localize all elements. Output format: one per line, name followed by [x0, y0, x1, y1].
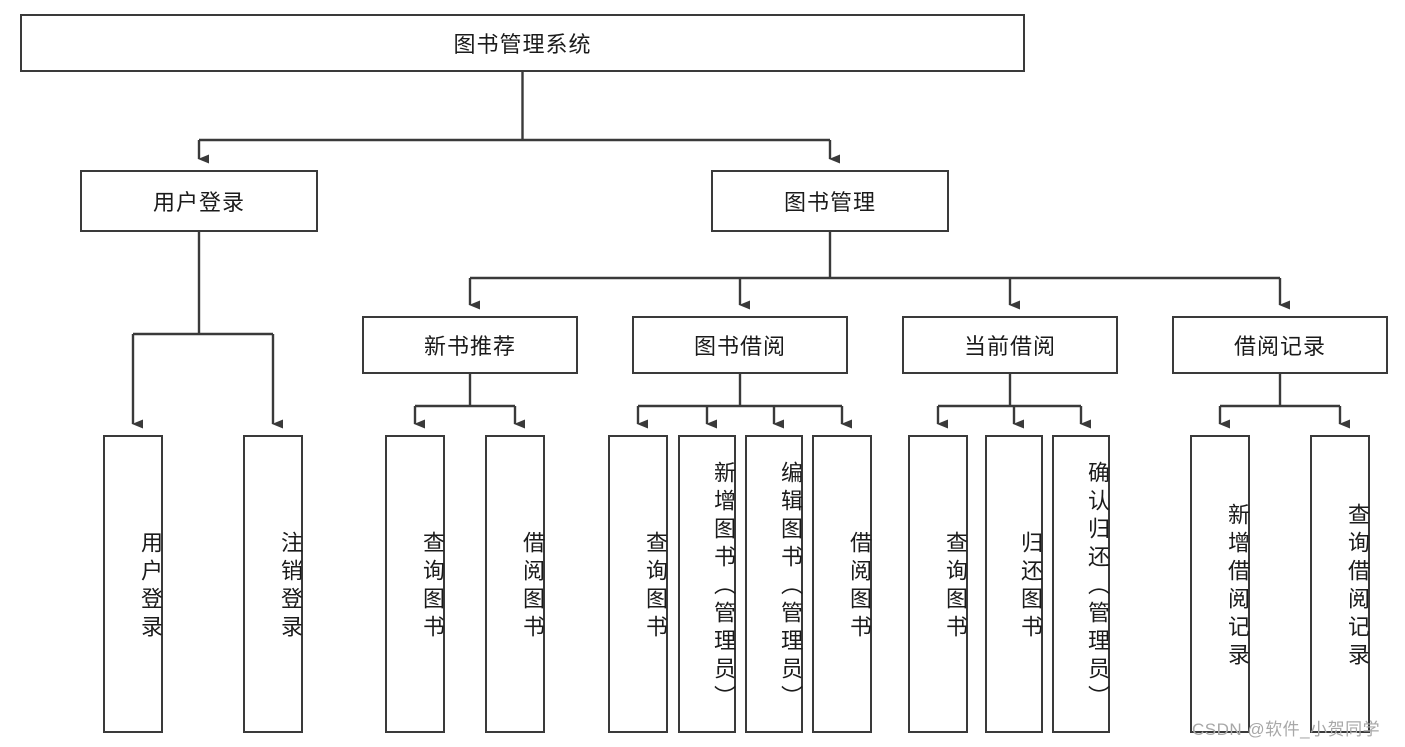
node-root[interactable]: 图书管理系统	[20, 14, 1025, 72]
node-leaf_2[interactable]: 查询图书	[385, 435, 445, 733]
node-label: 借阅记录	[1233, 334, 1326, 359]
node-l3_2[interactable]: 当前借阅	[902, 316, 1118, 374]
node-label: 确认归还（管理员）	[1085, 461, 1110, 713]
node-label: 查询图书	[420, 531, 445, 643]
node-label: 新增图书（管理员）	[711, 461, 736, 713]
node-leaf_3[interactable]: 借阅图书	[485, 435, 545, 733]
node-leaf_9[interactable]: 归还图书	[985, 435, 1043, 733]
node-leaf_10[interactable]: 确认归还（管理员）	[1052, 435, 1110, 733]
node-label: 用户登录	[152, 190, 245, 215]
node-label: 查询图书	[943, 531, 968, 643]
node-label: 归还图书	[1018, 531, 1043, 643]
node-leaf_4[interactable]: 查询图书	[608, 435, 668, 733]
node-l3_0[interactable]: 新书推荐	[362, 316, 578, 374]
node-label: 新书推荐	[423, 334, 516, 359]
node-leaf_0[interactable]: 用户登录	[103, 435, 163, 733]
node-l2_0[interactable]: 用户登录	[80, 170, 318, 232]
node-l3_1[interactable]: 图书借阅	[632, 316, 848, 374]
watermark-text: CSDN @软件_小贺同学	[1192, 720, 1381, 739]
node-label: 借阅图书	[520, 531, 545, 643]
node-label: 图书借阅	[693, 334, 786, 359]
node-label: 当前借阅	[963, 334, 1056, 359]
node-label: 新增借阅记录	[1225, 503, 1250, 671]
node-label: 图书管理系统	[453, 32, 592, 57]
node-label: 查询借阅记录	[1345, 503, 1370, 671]
node-label: 用户登录	[138, 531, 163, 643]
node-label: 注销登录	[278, 531, 303, 643]
node-leaf_5[interactable]: 新增图书（管理员）	[678, 435, 736, 733]
node-l3_3[interactable]: 借阅记录	[1172, 316, 1388, 374]
node-label: 图书管理	[783, 190, 876, 215]
node-leaf_11[interactable]: 新增借阅记录	[1190, 435, 1250, 733]
node-leaf_1[interactable]: 注销登录	[243, 435, 303, 733]
node-leaf_6[interactable]: 编辑图书（管理员）	[745, 435, 803, 733]
node-l2_1[interactable]: 图书管理	[711, 170, 949, 232]
node-leaf_8[interactable]: 查询图书	[908, 435, 968, 733]
node-label: 编辑图书（管理员）	[778, 461, 803, 713]
node-leaf_7[interactable]: 借阅图书	[812, 435, 872, 733]
node-leaf_12[interactable]: 查询借阅记录	[1310, 435, 1370, 733]
node-label: 借阅图书	[847, 531, 872, 643]
node-label: 查询图书	[643, 531, 668, 643]
